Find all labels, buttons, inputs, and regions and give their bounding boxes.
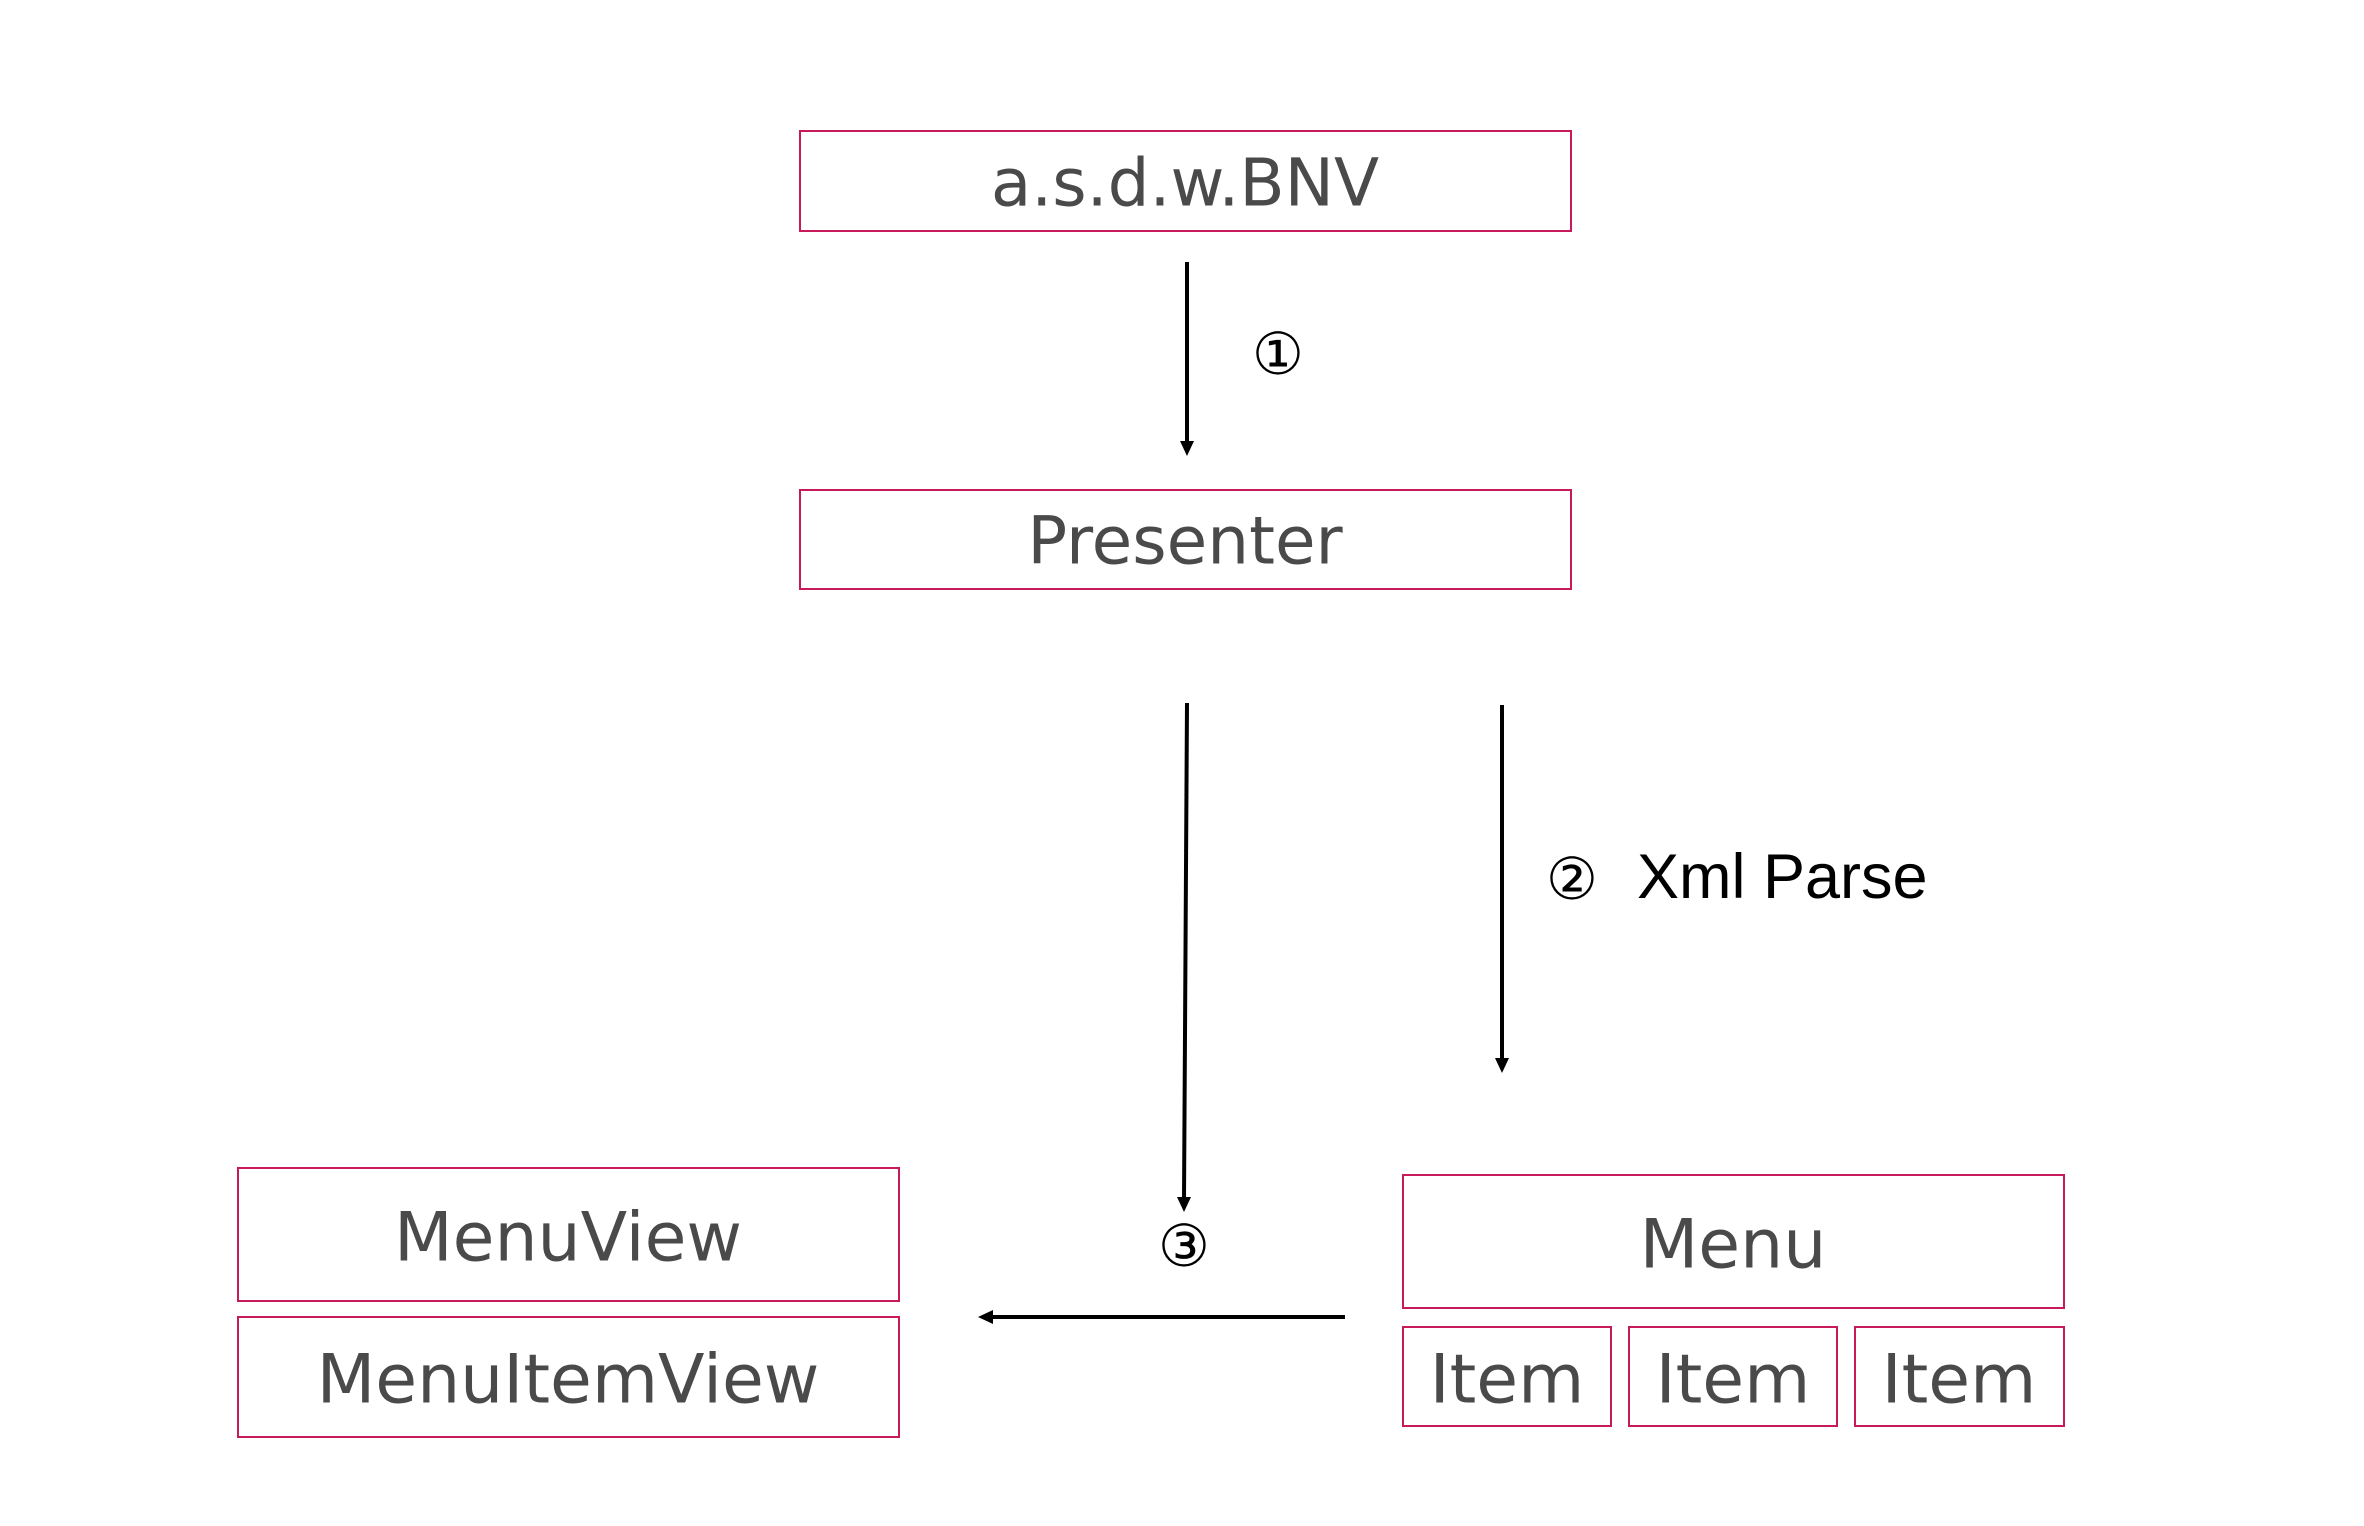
node-menu-label: Menu [1640, 1206, 1827, 1285]
edge-bnv-to-presenter-arrowhead [1180, 441, 1194, 456]
edge-bnv-to-presenter [1180, 262, 1194, 456]
step-1-marker: ① [1252, 320, 1304, 388]
edge-presenter-to-menu [1495, 705, 1509, 1073]
node-menu-view-frame [237, 1167, 900, 1302]
step-2-label: Xml Parse [1637, 842, 1928, 912]
node-menu-item-view-label: MenuItemView [317, 1341, 820, 1420]
step-3-marker: ③ [1158, 1212, 1210, 1280]
node-item-2-frame [1628, 1326, 1838, 1427]
node-item-2: Item [1628, 1326, 1838, 1427]
node-menu-item-view: MenuItemView [237, 1316, 900, 1438]
node-item-3: Item [1854, 1326, 2065, 1427]
node-item-1: Item [1402, 1326, 1612, 1427]
node-item-2-label: Item [1656, 1341, 1811, 1420]
node-menu: Menu [1402, 1174, 2065, 1309]
node-bnv-frame [799, 130, 1572, 232]
node-item-3-frame [1854, 1326, 2065, 1427]
edge-presenter-to-step3-line [1182, 702, 1189, 1200]
node-item-3-label: Item [1882, 1341, 2037, 1420]
step-2-marker: ② [1546, 845, 1598, 913]
node-menu-item-view-frame [237, 1316, 900, 1438]
node-item-1-frame [1402, 1326, 1612, 1427]
edge-menu-to-menuview-arrowhead [978, 1310, 993, 1324]
edge-presenter-to-step3 [1177, 702, 1191, 1212]
node-menu-frame [1402, 1174, 2065, 1309]
node-menu-view-label: MenuView [394, 1199, 742, 1278]
edge-menu-to-menuview [978, 1310, 1345, 1324]
node-bnv: a.s.d.w.BNV [799, 130, 1572, 232]
node-bnv-label: a.s.d.w.BNV [991, 145, 1379, 222]
node-presenter-frame [799, 489, 1572, 590]
node-presenter: Presenter [799, 489, 1572, 590]
node-presenter-label: Presenter [1027, 503, 1343, 580]
edge-presenter-to-step3-arrowhead [1177, 1197, 1191, 1212]
edge-presenter-to-menu-arrowhead [1495, 1058, 1509, 1073]
node-menu-view: MenuView [237, 1167, 900, 1302]
node-item-1-label: Item [1430, 1341, 1585, 1420]
